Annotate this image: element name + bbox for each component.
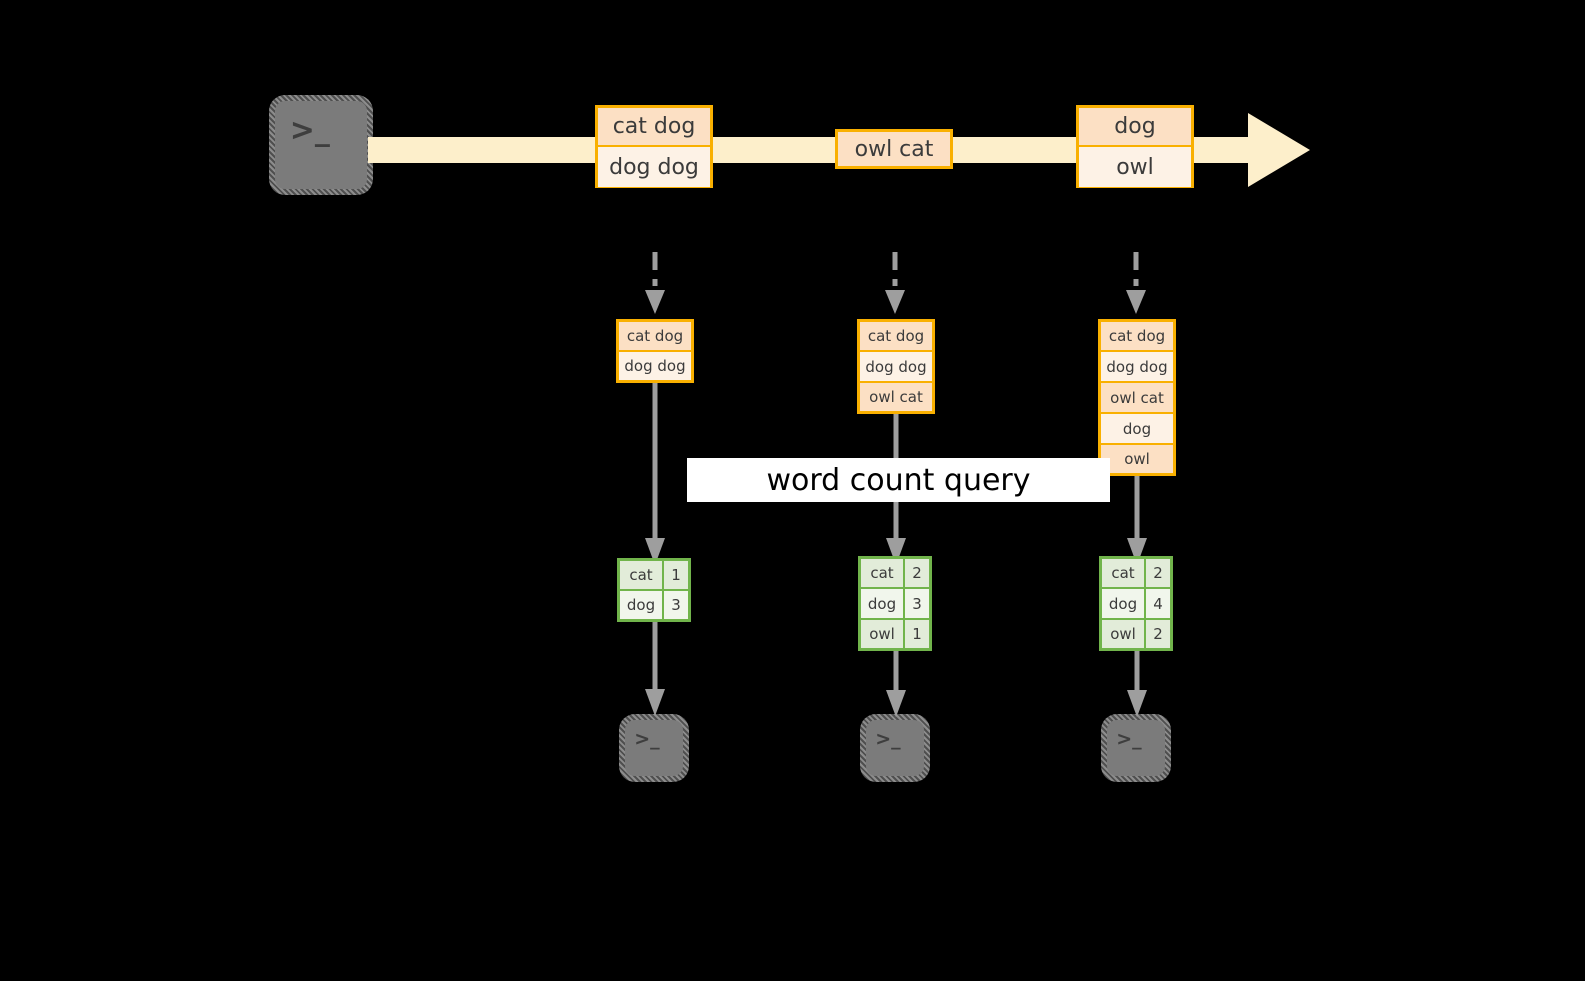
stream-event: dog dog [598,147,710,187]
count-value: 2 [1146,559,1170,587]
buffer-event: dog dog [1101,352,1173,383]
buffer-event: dog dog [860,352,932,383]
query-banner: word count query [687,458,1110,502]
terminal-face [275,101,367,189]
count-row: cat 2 [861,559,929,589]
buffer-event: dog [1101,414,1173,445]
sink-arrow-3 [1127,651,1147,717]
count-row: cat 1 [620,561,688,591]
stream-group-1: cat dog dog dog [595,105,713,188]
count-value: 3 [664,591,688,619]
count-row: dog 3 [861,589,929,620]
count-table-3: cat 2 dog 4 owl 2 [1099,556,1173,651]
terminal-prompt-label: >_ [634,727,660,750]
count-value: 2 [905,559,929,587]
count-row: dog 3 [620,591,688,619]
count-word: cat [1102,559,1146,587]
count-word: dog [620,591,664,619]
count-word: cat [620,561,664,589]
count-table-2: cat 2 dog 3 owl 1 [858,556,932,651]
sink-arrow-1 [645,622,665,716]
buffer-event: cat dog [1101,322,1173,352]
buffer-event: owl cat [1101,383,1173,414]
stream-group-2: owl cat [835,129,953,169]
count-word: dog [1102,589,1146,618]
query-banner-label: word count query [766,462,1031,498]
dashed-drop-arrow-1 [645,252,665,314]
buffer-event: cat dog [619,322,691,352]
count-value: 4 [1146,589,1170,618]
dashed-drop-arrow-2 [885,252,905,314]
terminal-prompt-label: >_ [1116,727,1142,750]
terminal-face [1107,720,1165,776]
source-terminal-icon: >_ [269,95,373,195]
stream-group-3: dog owl [1076,105,1194,188]
sink-arrow-2 [886,651,906,717]
count-word: dog [861,589,905,618]
count-value: 1 [664,561,688,589]
buffer-stack-1: cat dog dog dog [616,319,694,383]
stream-event: owl cat [838,132,950,166]
buffer-event: owl cat [860,383,932,411]
buffer-event: owl [1101,445,1173,473]
count-word: cat [861,559,905,587]
count-table-1: cat 1 dog 3 [617,558,691,622]
count-row: owl 2 [1102,620,1170,648]
sink-terminal-icon-2: >_ [860,714,930,782]
count-row: cat 2 [1102,559,1170,589]
terminal-face [866,720,924,776]
stream-event: owl [1079,147,1191,187]
buffer-event: cat dog [860,322,932,352]
stream-event: cat dog [598,108,710,147]
dashed-drop-arrow-3 [1126,252,1146,314]
buffer-stack-2: cat dog dog dog owl cat [857,319,935,414]
terminal-face [625,720,683,776]
sink-terminal-icon-3: >_ [1101,714,1171,782]
count-word: owl [1102,620,1146,648]
count-word: owl [861,620,905,648]
terminal-prompt-label: >_ [289,112,330,148]
terminal-prompt-label: >_ [875,727,901,750]
count-value: 1 [905,620,929,648]
stream-event: dog [1079,108,1191,147]
count-row: dog 4 [1102,589,1170,620]
query-arrow-1 [645,383,665,565]
count-value: 2 [1146,620,1170,648]
count-value: 3 [905,589,929,618]
count-row: owl 1 [861,620,929,648]
sink-terminal-icon-1: >_ [619,714,689,782]
buffer-stack-3: cat dog dog dog owl cat dog owl [1098,319,1176,476]
buffer-event: dog dog [619,352,691,380]
query-arrow-3 [1127,476,1147,565]
